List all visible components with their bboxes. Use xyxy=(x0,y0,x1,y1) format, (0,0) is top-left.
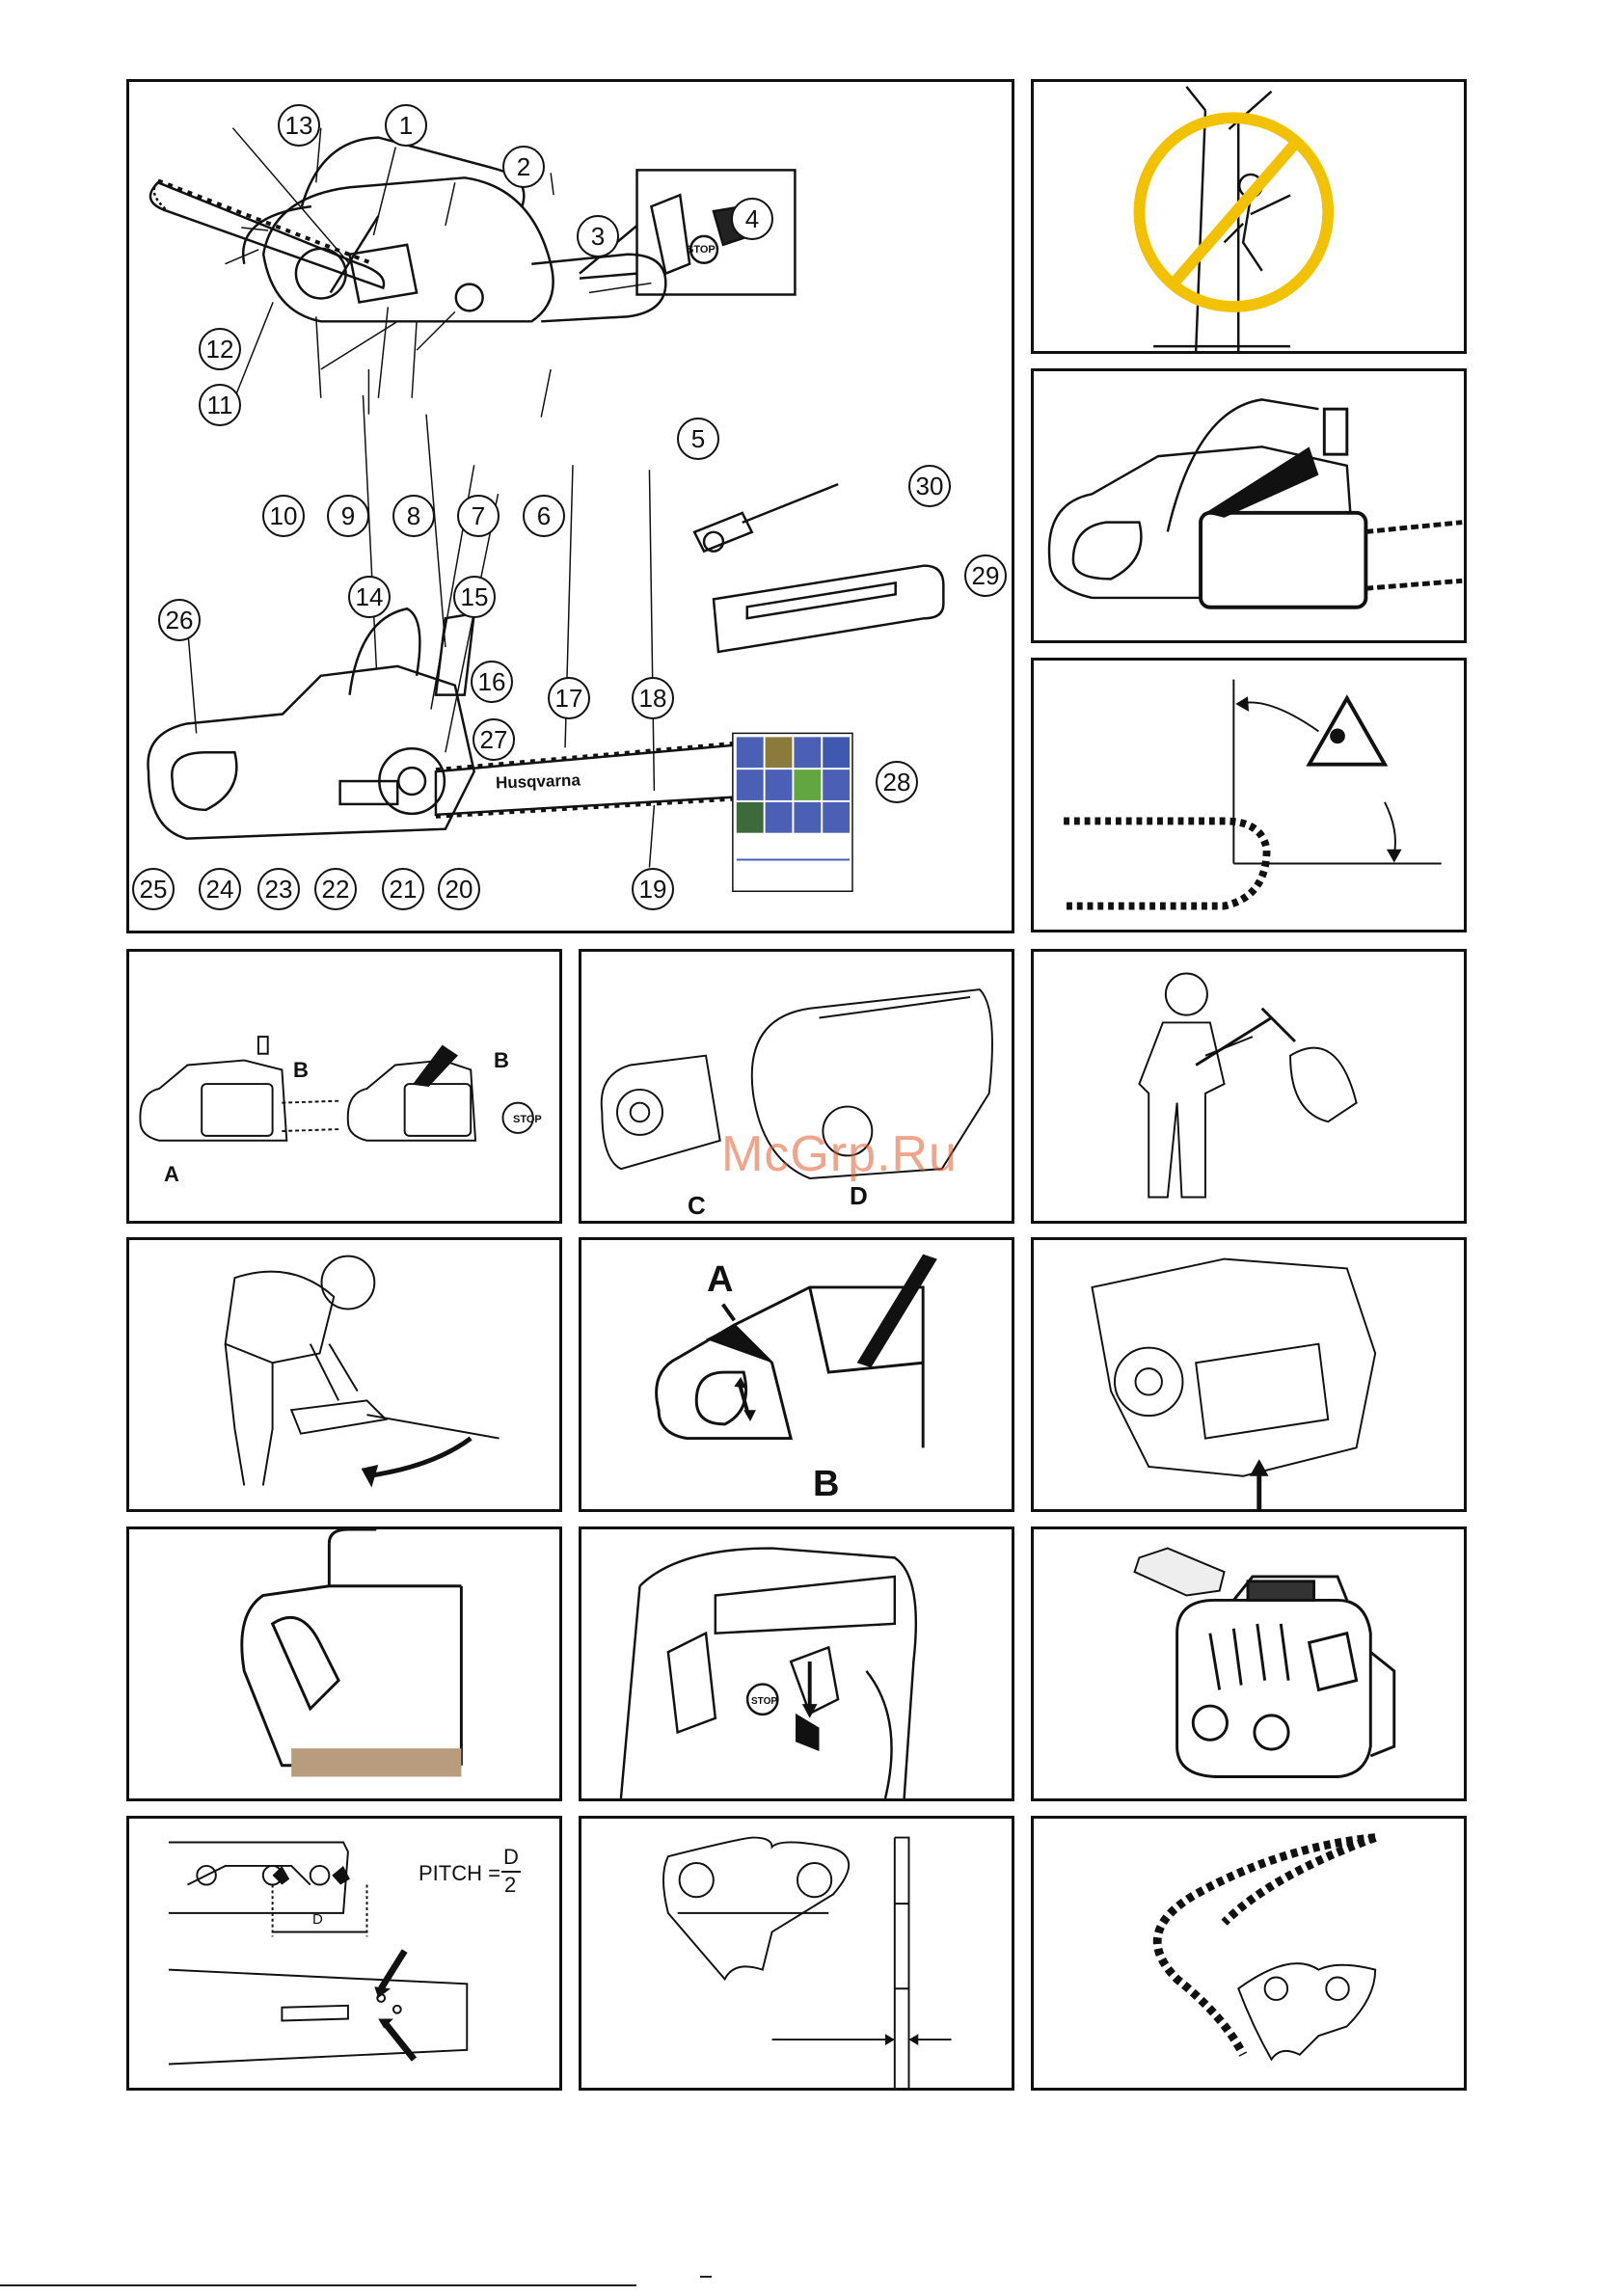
callout-12: 12 xyxy=(199,328,241,370)
label-b-right: B xyxy=(494,1048,509,1073)
callout-8: 8 xyxy=(392,495,435,537)
operator-bending-illustration xyxy=(129,1240,559,1509)
panel-tree-warning xyxy=(1031,79,1467,354)
chain-pitch-illustration xyxy=(129,1819,559,2088)
callout-19: 19 xyxy=(632,868,674,910)
panel-parts-overview: 13 1 2 3 4 12 11 5 10 9 8 7 6 30 29 14 1… xyxy=(126,79,1014,933)
callout-29: 29 xyxy=(964,554,1007,597)
callout-20: 20 xyxy=(438,868,480,910)
panel-clutch-cover: C D McGrp.Ru xyxy=(579,949,1014,1224)
kickback-illustration xyxy=(1034,661,1464,930)
operator-cutting-illustration xyxy=(1034,952,1464,1221)
watermark: McGrp.Ru xyxy=(721,1125,958,1183)
chain-brake-illustration xyxy=(1034,371,1464,640)
pitch-numerator: D xyxy=(503,1845,519,1870)
chain-loop-illustration xyxy=(1034,1819,1464,2088)
callout-4: 4 xyxy=(731,198,773,240)
callout-1: 1 xyxy=(385,104,427,147)
panel-muffler xyxy=(1031,1526,1467,1801)
muffler-illustration xyxy=(1034,1529,1464,1798)
callout-5: 5 xyxy=(677,418,719,460)
callout-3: 3 xyxy=(577,215,619,257)
switch-stop-label: STOP xyxy=(751,1696,777,1707)
label-c: C xyxy=(688,1191,706,1221)
tree-warning-illustration xyxy=(1034,82,1464,351)
panel-chain-pitch: PITCH = D 2 D xyxy=(126,1816,562,2091)
callout-26: 26 xyxy=(158,599,201,641)
callout-15: 15 xyxy=(453,576,496,618)
inset-stop-label: STOP xyxy=(687,244,716,256)
callout-27: 27 xyxy=(473,718,515,761)
callout-6: 6 xyxy=(523,495,565,537)
footer-mark xyxy=(700,2276,712,2278)
callout-9: 9 xyxy=(327,495,369,537)
stop-sign-label: STOP xyxy=(513,1114,542,1125)
panel-chain-catcher xyxy=(1031,1237,1467,1512)
callout-16: 16 xyxy=(471,661,513,703)
panel-kickback-zone xyxy=(1031,658,1467,932)
panel-brake-positions: B A B STOP xyxy=(126,949,562,1224)
pitch-measure-label: D xyxy=(312,1911,323,1928)
panel-chain-brake xyxy=(1031,368,1467,643)
callout-23: 23 xyxy=(257,868,300,910)
rear-handle-illustration xyxy=(129,1529,559,1798)
callout-13: 13 xyxy=(278,104,320,147)
callout-18: 18 xyxy=(632,677,674,719)
label-b-left: B xyxy=(293,1058,309,1083)
parts-illustration xyxy=(129,82,1012,931)
callout-25: 25 xyxy=(132,868,175,910)
label-b-large: B xyxy=(813,1464,839,1505)
panel-drive-link xyxy=(579,1816,1014,2091)
drive-link-illustration xyxy=(581,1819,1012,2088)
panel-front-handle: A B xyxy=(579,1237,1014,1512)
pitch-denominator: 2 xyxy=(504,1873,516,1898)
callout-10: 10 xyxy=(262,495,305,537)
chain-catcher-illustration xyxy=(1034,1240,1464,1509)
front-handle-illustration xyxy=(581,1240,1012,1509)
panel-rear-handle xyxy=(126,1526,562,1801)
callout-7: 7 xyxy=(457,495,500,537)
stop-switch-illustration xyxy=(581,1529,1012,1798)
panel-operator-bending xyxy=(126,1237,562,1512)
label-a-large: A xyxy=(707,1259,733,1301)
callout-11: 11 xyxy=(199,384,241,426)
callout-21: 21 xyxy=(382,868,424,910)
bar-brand-label: Husqvarna xyxy=(496,770,581,793)
callout-30: 30 xyxy=(908,465,951,507)
footer-rule xyxy=(0,2284,636,2286)
pitch-formula-label: PITCH = xyxy=(419,1861,500,1886)
callout-28: 28 xyxy=(876,761,918,803)
panel-stop-switch: STOP xyxy=(579,1526,1014,1801)
callout-2: 2 xyxy=(502,146,545,188)
callout-17: 17 xyxy=(548,677,590,719)
callout-14: 14 xyxy=(348,576,391,618)
brake-positions-illustration xyxy=(129,952,559,1221)
label-d: D xyxy=(850,1181,868,1211)
callout-24: 24 xyxy=(199,868,241,910)
panel-operator-cutting xyxy=(1031,949,1467,1224)
label-a: A xyxy=(164,1162,179,1187)
callout-22: 22 xyxy=(314,868,357,910)
panel-chain-loop xyxy=(1031,1816,1467,2091)
